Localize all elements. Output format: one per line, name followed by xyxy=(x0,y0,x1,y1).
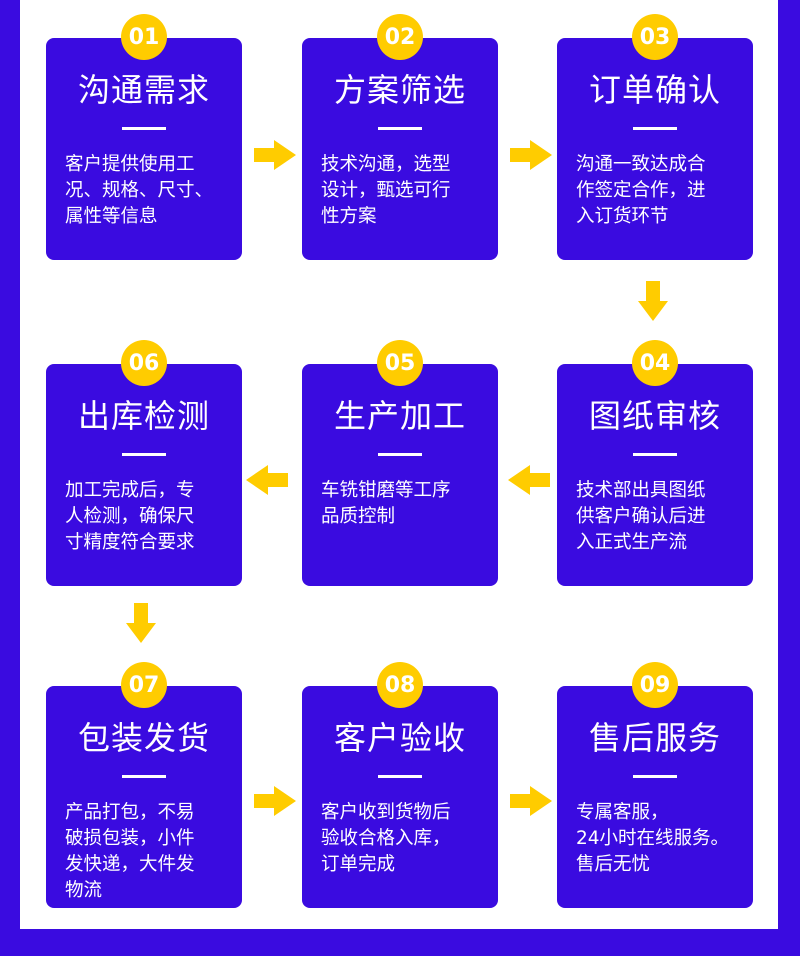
step-card-09: 09 售后服务 专属客服， 24小时在线服务。 售后无忧 xyxy=(557,662,753,908)
step-number-badge: 05 xyxy=(377,340,423,386)
step-card-03: 03 订单确认 沟通一致达成合 作签定合作，进 入订货环节 xyxy=(557,14,753,260)
step-description: 技术部出具图纸 供客户确认后进 入正式生产流 xyxy=(576,480,706,553)
arrow-right-icon xyxy=(510,140,552,170)
step-number-badge: 07 xyxy=(121,662,167,708)
step-number-badge: 04 xyxy=(632,340,678,386)
step-description: 专属客服， 24小时在线服务。 售后无忧 xyxy=(576,802,730,875)
step-card-07: 07 包装发货 产品打包，不易 破损包装，小件 发快递，大件发 物流 xyxy=(46,662,242,908)
title-divider xyxy=(378,453,422,456)
arrow-left-icon xyxy=(246,465,288,495)
step-title: 方案筛选 xyxy=(333,71,466,109)
step-description: 沟通一致达成合 作签定合作，进 入订货环节 xyxy=(576,154,706,227)
title-divider xyxy=(633,453,677,456)
arrow-down-icon xyxy=(126,603,156,643)
frame-left-border xyxy=(0,0,20,956)
step-description: 加工完成后，专 人检测，确保尺 寸精度符合要求 xyxy=(65,480,195,553)
title-divider xyxy=(122,127,166,130)
title-divider xyxy=(122,453,166,456)
frame-bottom-border xyxy=(0,929,800,956)
step-card-02: 02 方案筛选 技术沟通，选型 设计，甄选可行 性方案 xyxy=(302,14,498,260)
title-divider xyxy=(378,775,422,778)
step-title: 客户验收 xyxy=(333,719,466,757)
step-description: 客户提供使用工 况、规格、尺寸、 属性等信息 xyxy=(65,154,214,227)
arrow-down-icon xyxy=(638,281,668,321)
step-description: 客户收到货物后 验收合格入库， 订单完成 xyxy=(321,802,451,875)
frame-right-border xyxy=(778,0,800,956)
title-divider xyxy=(122,775,166,778)
step-number-badge: 01 xyxy=(121,14,167,60)
step-title: 图纸审核 xyxy=(588,397,721,435)
step-title: 出库检测 xyxy=(77,397,210,435)
step-description: 产品打包，不易 破损包装，小件 发快递，大件发 物流 xyxy=(65,802,195,901)
arrow-right-icon xyxy=(254,786,296,816)
step-description: 车铣钳磨等工序 品质控制 xyxy=(321,480,451,527)
step-title: 订单确认 xyxy=(588,71,721,109)
step-number-badge: 02 xyxy=(377,14,423,60)
step-number-badge: 09 xyxy=(632,662,678,708)
step-title: 生产加工 xyxy=(333,397,466,435)
arrow-right-icon xyxy=(510,786,552,816)
step-number-badge: 03 xyxy=(632,14,678,60)
step-number-badge: 08 xyxy=(377,662,423,708)
title-divider xyxy=(378,127,422,130)
step-card-04: 04 图纸审核 技术部出具图纸 供客户确认后进 入正式生产流 xyxy=(557,340,753,586)
step-number-badge: 06 xyxy=(121,340,167,386)
step-title: 售后服务 xyxy=(588,719,721,757)
title-divider xyxy=(633,127,677,130)
step-title: 包装发货 xyxy=(77,719,210,757)
step-card-08: 08 客户验收 客户收到货物后 验收合格入库， 订单完成 xyxy=(302,662,498,908)
arrow-left-icon xyxy=(508,465,550,495)
step-card-01: 01 沟通需求 客户提供使用工 况、规格、尺寸、 属性等信息 xyxy=(46,14,242,260)
title-divider xyxy=(633,775,677,778)
step-description: 技术沟通，选型 设计，甄选可行 性方案 xyxy=(321,154,451,227)
step-title: 沟通需求 xyxy=(77,71,210,109)
arrow-right-icon xyxy=(254,140,296,170)
step-card-05: 05 生产加工 车铣钳磨等工序 品质控制 xyxy=(302,340,498,586)
step-card-06: 06 出库检测 加工完成后，专 人检测，确保尺 寸精度符合要求 xyxy=(46,340,242,586)
